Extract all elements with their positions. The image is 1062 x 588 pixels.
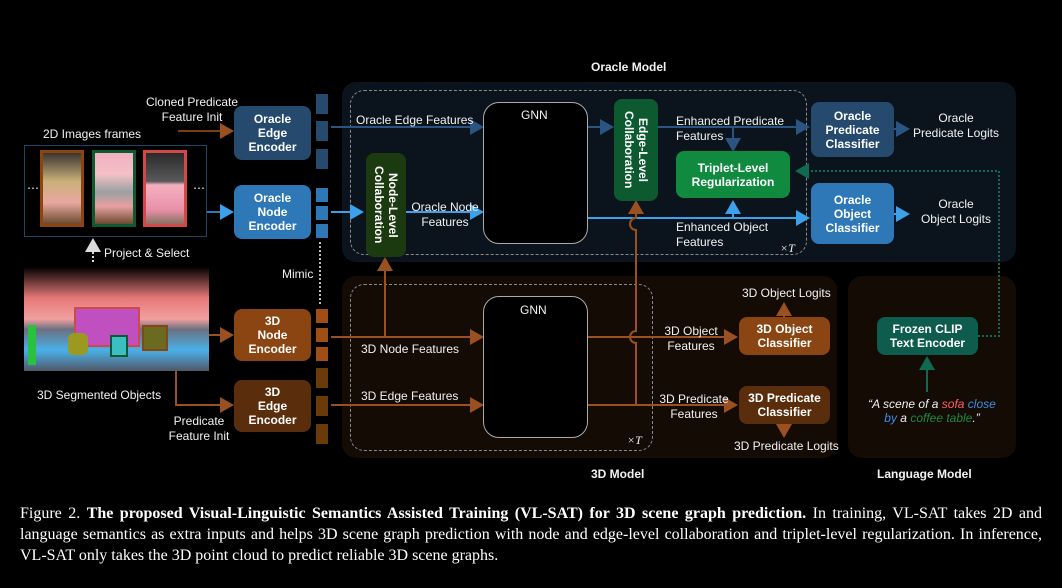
3d-repeat-region bbox=[350, 284, 653, 451]
2d-images-label: 2D Images frames bbox=[43, 127, 142, 141]
table-bbox bbox=[110, 335, 128, 357]
3d-predicate-logits-label: 3D Predicate Logits bbox=[734, 439, 839, 453]
2d-images-container bbox=[24, 145, 207, 237]
predicate-init-arrow bbox=[175, 370, 234, 413]
3d-object-classifier[interactable]: 3D Object Classifier bbox=[739, 317, 830, 355]
3d-edge-encoder[interactable]: 3D Edge Encoder bbox=[234, 380, 311, 432]
language-prompt: “A scene of a sofa close by a coffee tab… bbox=[858, 397, 1006, 425]
enhanced-object-features-label: Enhanced Object Features bbox=[676, 220, 769, 249]
plant-object bbox=[28, 325, 36, 365]
3d-predicate-features-label: 3D Predicate Features bbox=[659, 392, 729, 421]
caption-body: In training, VL-SAT takes 2D and languag… bbox=[20, 505, 1043, 564]
figure-caption: Figure 2. The proposed Visual-Linguistic… bbox=[20, 503, 1042, 566]
3d-repeat-label: ×T bbox=[627, 433, 642, 447]
3d-node-features-label: 3D Node Features bbox=[361, 342, 460, 356]
oracle-model-title: Oracle Model bbox=[591, 60, 667, 74]
3d-gnn-label: GNN bbox=[520, 303, 547, 317]
3d-segmented-scene bbox=[24, 267, 209, 371]
3d-edge-to-collab-arrow bbox=[628, 200, 644, 405]
prompt-word-by: by bbox=[884, 411, 897, 425]
oracle-predicate-classifier[interactable]: Oracle Predicate Classifier bbox=[811, 102, 894, 157]
oracle-repeat-label: ×T bbox=[780, 241, 795, 255]
prompt-word-a: a bbox=[896, 411, 911, 425]
prompt-text-end: .” bbox=[972, 411, 980, 425]
3d-object-logits-label: 3D Object Logits bbox=[742, 286, 831, 300]
edge-level-collaboration[interactable]: Edge-Level Collaboration bbox=[614, 99, 658, 201]
prompt-word-close: close bbox=[964, 397, 996, 411]
enhanced-predicate-features-label: Enhanced Predicate Features bbox=[676, 114, 785, 143]
3d-model-panel bbox=[342, 276, 837, 458]
3d-object-features-label: 3D Object Features bbox=[664, 324, 718, 353]
oracle-gnn-label: GNN bbox=[521, 108, 548, 122]
oracle-object-logits-label: Oracle Object Logits bbox=[920, 197, 992, 226]
prompt-word-sofa: sofa bbox=[941, 397, 965, 411]
ellipsis-right: ⋯ bbox=[193, 181, 205, 195]
language-model-title: Language Model bbox=[877, 467, 972, 481]
chair-object bbox=[68, 333, 88, 355]
3d-node-encoder[interactable]: 3D Node Encoder bbox=[234, 309, 311, 361]
armchair-bbox bbox=[142, 325, 168, 351]
triplet-level-regularization[interactable]: Triplet-Level Regularization bbox=[676, 151, 790, 198]
image-frame-armchair bbox=[40, 150, 84, 227]
prompt-text-start: “A scene of a bbox=[868, 397, 942, 411]
cloned-predicate-init-label: Cloned Predicate Feature Init bbox=[145, 95, 239, 124]
caption-figure-number: Figure 2. bbox=[20, 505, 81, 522]
project-select-label: Project & Select bbox=[104, 246, 190, 260]
oracle-edge-encoder[interactable]: Oracle Edge Encoder bbox=[234, 106, 311, 160]
oracle-node-encoder[interactable]: Oracle Node Encoder bbox=[234, 185, 311, 239]
3d-edge-features-label: 3D Edge Features bbox=[361, 389, 459, 403]
oracle-object-classifier[interactable]: Oracle Object Classifier bbox=[811, 183, 894, 244]
3d-predicate-classifier[interactable]: 3D Predicate Classifier bbox=[739, 386, 830, 424]
prompt-word-coffee-table: coffee table bbox=[910, 411, 973, 425]
3d-segmented-label: 3D Segmented Objects bbox=[37, 388, 162, 402]
image-frame-table bbox=[92, 150, 136, 227]
mimic-label: Mimic bbox=[282, 267, 314, 281]
image-frame-sofa bbox=[143, 150, 187, 227]
predicate-init-label: Predicate Feature Init bbox=[168, 414, 230, 443]
3d-gnn[interactable] bbox=[483, 296, 588, 438]
oracle-node-features-label: Oracle Node Features bbox=[411, 200, 479, 229]
caption-bold-title: The proposed Visual-Linguistic Semantics… bbox=[86, 505, 807, 522]
oracle-predicate-logits-label: Oracle Predicate Logits bbox=[912, 111, 1000, 140]
3d-model-title: 3D Model bbox=[591, 467, 645, 481]
oracle-edge-features-label: Oracle Edge Features bbox=[356, 113, 474, 127]
frozen-clip-text-encoder[interactable]: Frozen CLIP Text Encoder bbox=[877, 317, 978, 355]
ellipsis-left: ⋯ bbox=[27, 181, 39, 195]
node-level-collaboration[interactable]: Node-Level Collaboration bbox=[366, 153, 406, 257]
oracle-gnn[interactable] bbox=[483, 102, 588, 244]
